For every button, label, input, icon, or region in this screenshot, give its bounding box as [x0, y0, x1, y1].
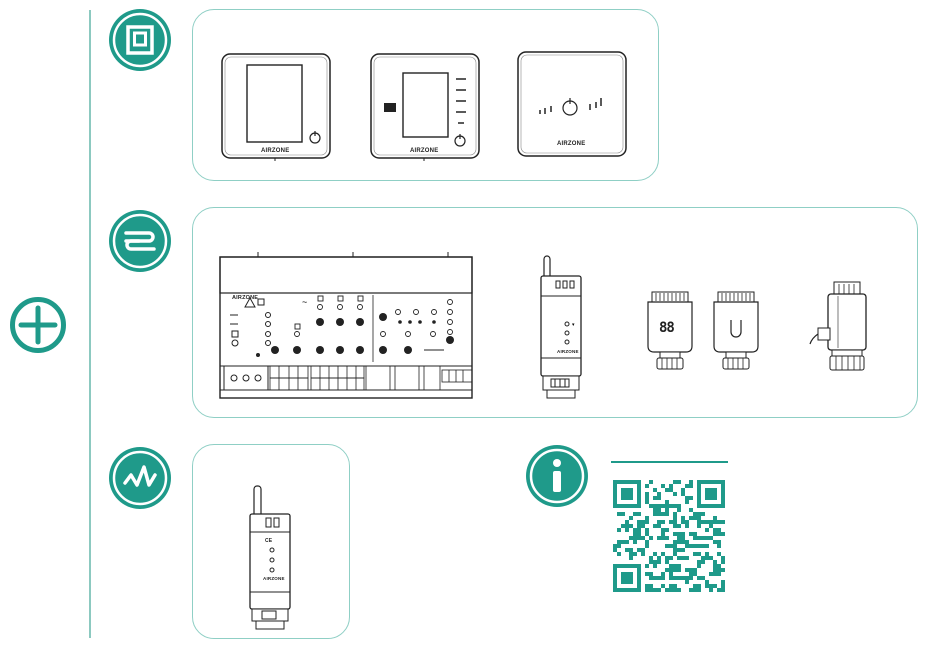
thermostat-lite-logo: AIRZONE: [557, 141, 585, 147]
thermostat-blueface[interactable]: AIRZONE: [370, 53, 480, 161]
plus-circle-icon[interactable]: [9, 296, 67, 354]
thermostat-square-icon: [109, 9, 171, 71]
heat-flow-icon: [109, 210, 171, 272]
thermostat-blueface-logo: AIRZONE: [410, 148, 438, 154]
info-icon: [526, 445, 588, 507]
thermostat-lite[interactable]: AIRZONE: [517, 51, 627, 159]
svg-text:~: ~: [302, 297, 307, 307]
qr-link-underline[interactable]: [611, 461, 728, 463]
webserver-logo: AIRZONE: [263, 576, 285, 581]
wireless-module[interactable]: ▾ AIRZONE: [535, 254, 587, 400]
thermostat-touch[interactable]: AIRZONE: [221, 53, 331, 161]
qr-code[interactable]: [613, 480, 725, 597]
thermo-head-plain[interactable]: [710, 290, 762, 372]
vertical-divider: [89, 10, 91, 638]
webserver-module[interactable]: CE AIRZONE: [244, 484, 296, 630]
control-board[interactable]: ~: [218, 250, 476, 400]
wireless-module-logo: AIRZONE: [557, 349, 579, 354]
signal-wave-icon: [109, 447, 171, 509]
thermal-actuator[interactable]: [808, 280, 874, 372]
webserver-ce-mark: CE: [265, 538, 272, 544]
thermostat-touch-logo: AIRZONE: [261, 148, 289, 154]
control-board-logo: AIRZONE: [232, 295, 258, 301]
thermo-head-display[interactable]: 88: [644, 290, 696, 372]
thermo-head-display-value: 88: [659, 320, 674, 336]
